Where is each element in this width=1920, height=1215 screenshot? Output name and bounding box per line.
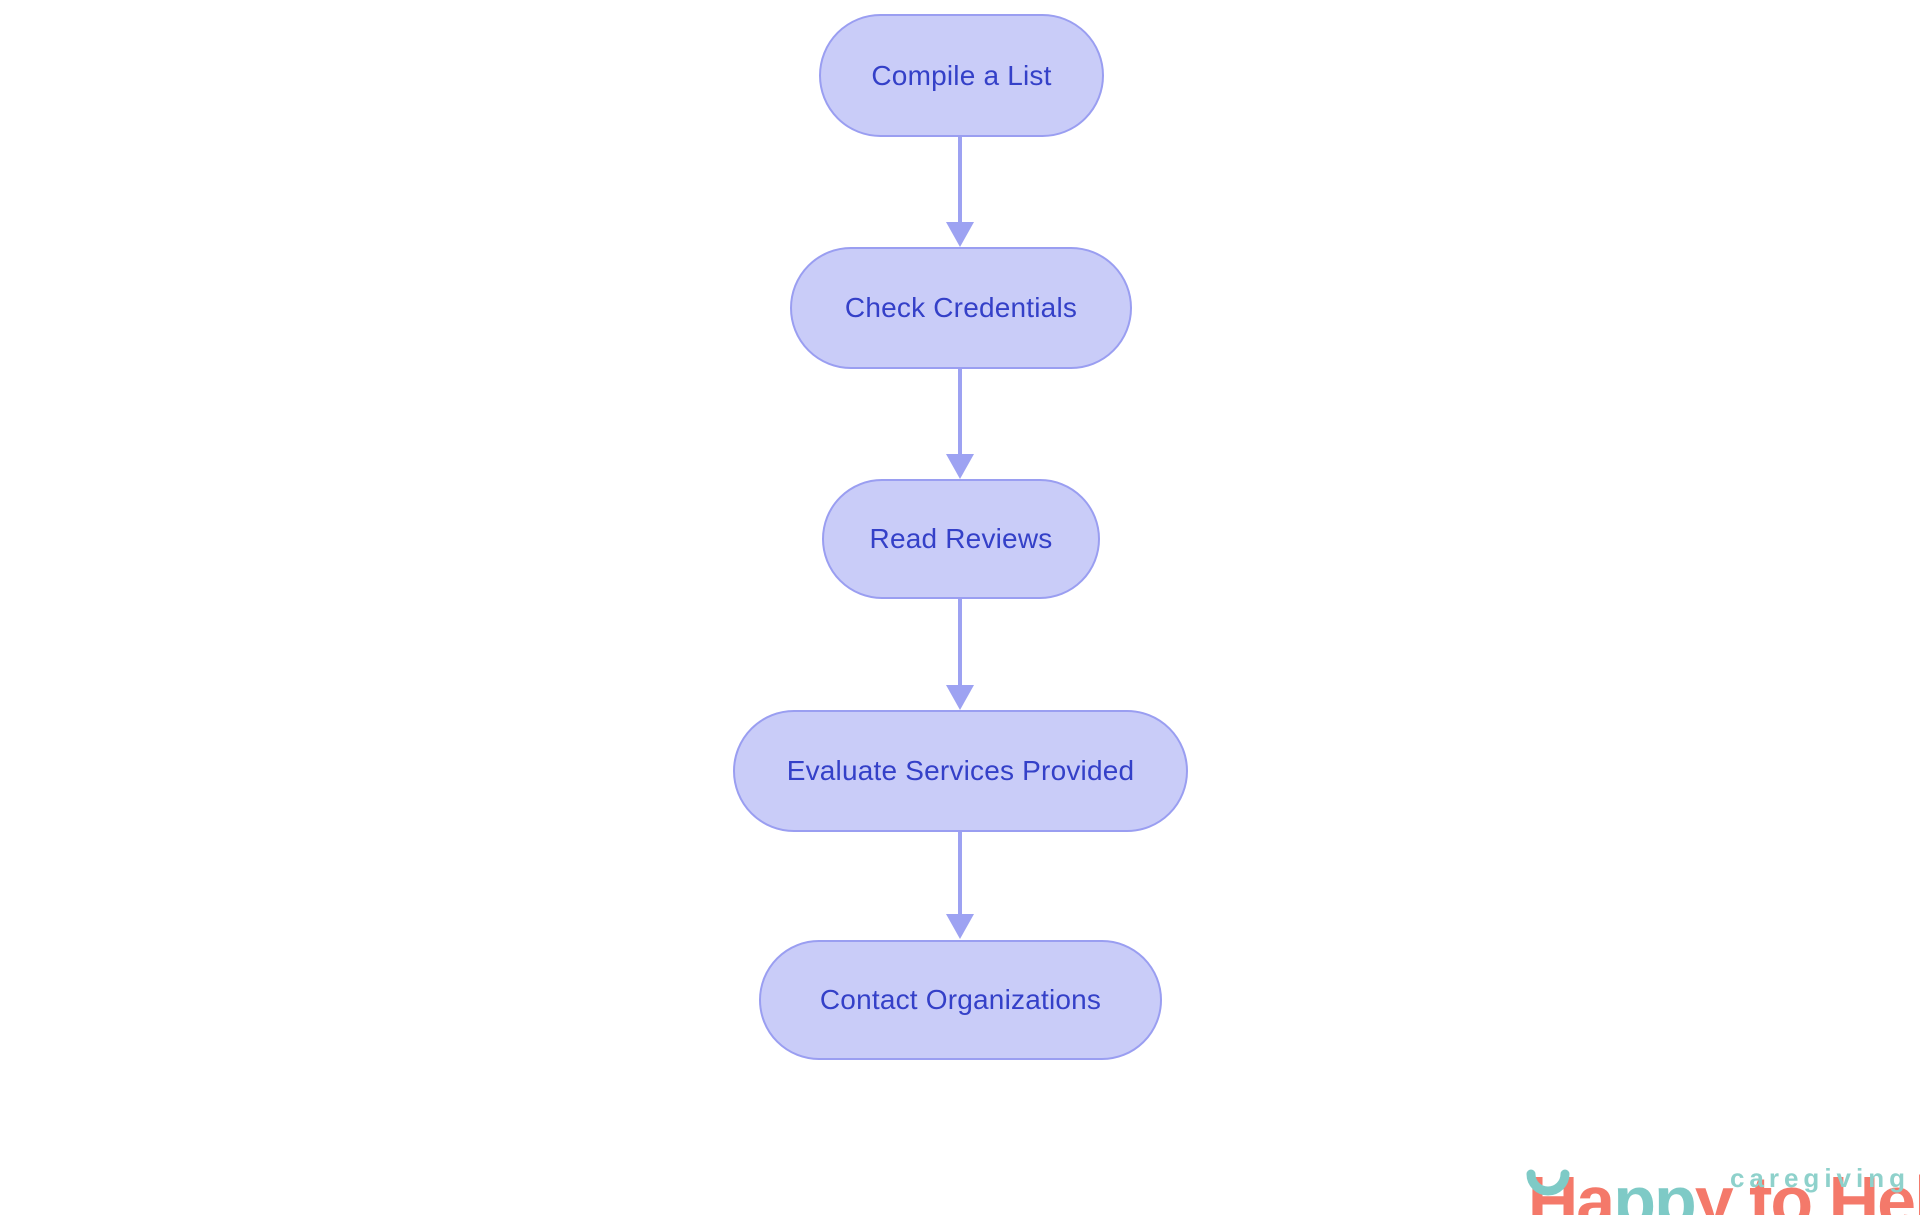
logo-text-pp: pp: [1613, 1162, 1697, 1215]
arrow-head-icon: [946, 685, 974, 710]
arrow-line: [958, 137, 962, 222]
flow-node-label: Contact Organizations: [819, 984, 1102, 1015]
flow-arrow-3: [944, 599, 976, 710]
flow-arrow-1: [944, 137, 976, 247]
arrow-line: [958, 599, 962, 685]
arrow-line: [958, 832, 962, 914]
arrow-head-icon: [946, 222, 974, 247]
flow-node-compile-a-list: Compile a List: [819, 14, 1104, 137]
flow-arrow-4: [944, 832, 976, 939]
flow-node-read-reviews: Read Reviews: [822, 479, 1100, 599]
flow-node-label: Check Credentials: [844, 292, 1078, 323]
smile-icon: [1526, 1169, 1570, 1196]
arrow-line: [958, 369, 962, 454]
flow-node-contact-organizations: Contact Organizations: [759, 940, 1162, 1060]
flow-node-check-credentials: Check Credentials: [790, 247, 1132, 369]
flow-arrow-2: [944, 369, 976, 479]
arrow-head-icon: [946, 454, 974, 479]
arrow-head-icon: [946, 914, 974, 939]
logo-wordmark: Happy to Help: [1423, 1096, 1920, 1215]
happy-to-help-logo: Happy to Help caregiving: [1423, 1096, 1920, 1215]
logo-text-y: y: [1694, 1162, 1734, 1215]
logo-subtitle: caregiving: [1729, 1163, 1910, 1193]
logo-text-to-help: to Help: [1749, 1162, 1920, 1215]
flow-node-evaluate-services-provided: Evaluate Services Provided: [733, 710, 1188, 832]
flow-node-label: Compile a List: [871, 59, 1052, 91]
flow-node-label: Evaluate Services Provided: [786, 755, 1135, 786]
flow-node-label: Read Reviews: [869, 523, 1053, 554]
